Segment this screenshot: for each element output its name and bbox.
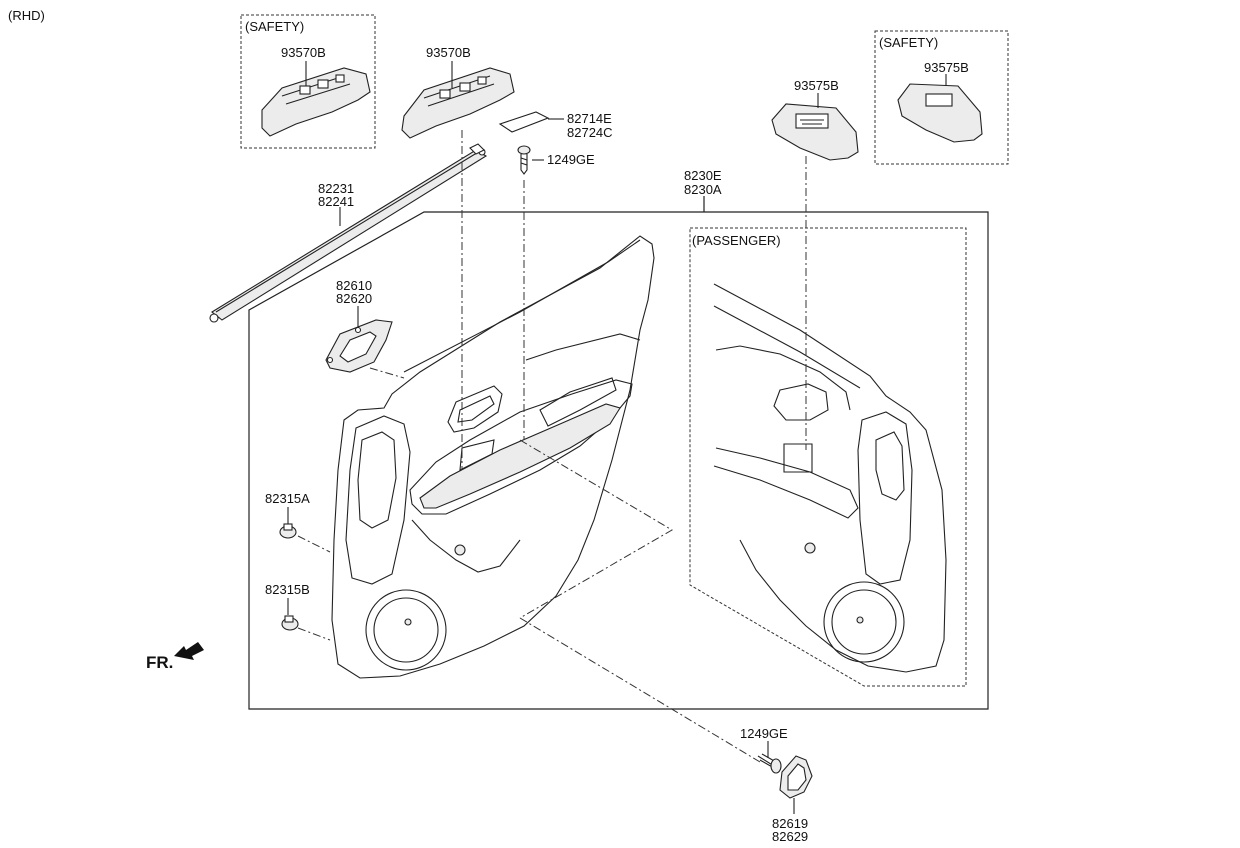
power-window-switch-safety-right: [897, 83, 983, 143]
label-82231: 82231: [318, 181, 354, 196]
safety-label-left: (SAFETY): [245, 19, 304, 34]
clip-a: [279, 523, 297, 539]
screw-cover: [779, 755, 813, 799]
label-82619: 82619: [772, 816, 808, 831]
power-window-switch-safety-left: [261, 67, 371, 137]
clip-b: [281, 615, 299, 631]
label-8230a: 8230A: [684, 182, 722, 197]
screw-bottom: [757, 753, 782, 774]
label-82714e: 82714E: [567, 111, 612, 126]
dash-clip-a: [297, 535, 331, 553]
label-93570b-main: 93570B: [426, 45, 471, 60]
power-window-switch-main: [401, 67, 515, 139]
label-93570b-safety: 93570B: [281, 45, 326, 60]
safety-box-right: [874, 30, 1009, 165]
belt-weatherstrip: [209, 143, 488, 323]
label-8230e: 8230E: [684, 168, 722, 183]
screw-top: [517, 145, 531, 175]
label-1249ge-top: 1249GE: [547, 152, 595, 167]
door-trim-panel-passenger: [713, 283, 947, 673]
pad-sheet: [498, 111, 550, 133]
front-direction-label: FR.: [146, 653, 173, 672]
label-82620: 82620: [336, 291, 372, 306]
safety-label-right: (SAFETY): [879, 35, 938, 50]
label-82610: 82610: [336, 278, 372, 293]
label-82315a: 82315A: [265, 491, 310, 506]
safety-box-left: [240, 14, 376, 149]
dash-handle: [369, 367, 405, 379]
passenger-label: (PASSENGER): [692, 233, 781, 248]
label-82241: 82241: [318, 194, 354, 209]
front-arrow-icon: [174, 642, 204, 660]
assembly-frame: [248, 196, 989, 710]
power-window-switch-passenger: [771, 103, 859, 161]
dash-screw-bottom: [519, 617, 761, 763]
label-1249ge-bottom: 1249GE: [740, 726, 788, 741]
door-trim-panel-driver: [331, 235, 655, 679]
label-93575b-passenger: 93575B: [794, 78, 839, 93]
rhd-label: (RHD): [8, 8, 45, 23]
dash-center: [519, 439, 673, 619]
inside-handle: [325, 319, 393, 373]
label-82724c: 82724C: [567, 125, 613, 140]
label-82629: 82629: [772, 829, 808, 844]
label-82315b: 82315B: [265, 582, 310, 597]
label-93575b-safety: 93575B: [924, 60, 969, 75]
passenger-box: [689, 227, 967, 687]
dash-clip-b: [297, 627, 331, 641]
